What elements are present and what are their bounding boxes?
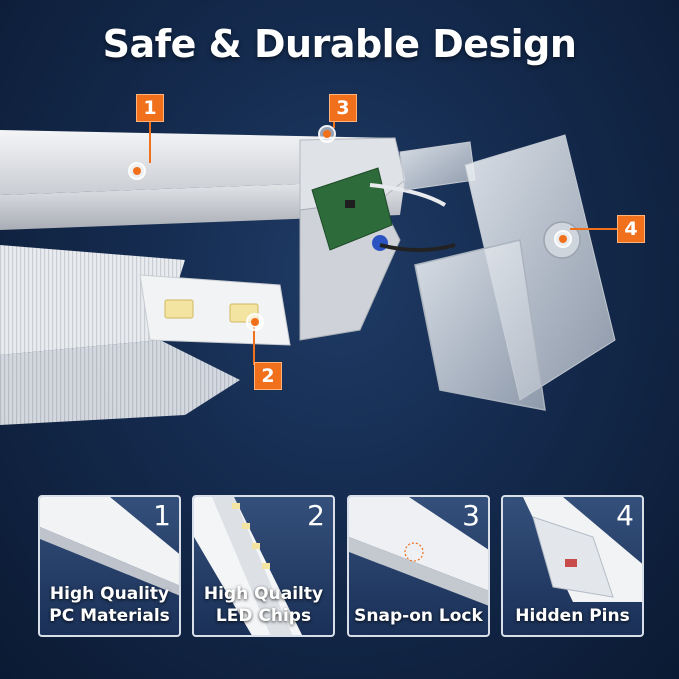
feature-cards: 1 High Quality PC Materials 2 High Quail… xyxy=(38,495,644,639)
hotspot-dot-4 xyxy=(554,230,572,248)
callout-4: 4 xyxy=(617,215,645,243)
feature-number: 2 xyxy=(307,499,325,532)
feature-number: 1 xyxy=(153,499,171,532)
feature-number: 4 xyxy=(616,499,634,532)
feature-number: 3 xyxy=(462,499,480,532)
hotspot-dot-2 xyxy=(246,313,264,331)
feature-card-hidden-pins: 4 Hidden Pins xyxy=(501,495,644,637)
feature-label: Snap-on Lock xyxy=(354,606,483,626)
feature-label: Hidden Pins xyxy=(515,606,630,626)
pc-material-profile-icon xyxy=(40,497,179,596)
callout-1: 1 xyxy=(136,94,164,122)
snap-lock-profile-icon xyxy=(349,497,488,606)
feature-label: High Quailty LED Chips xyxy=(203,584,324,626)
hotspot-dot-1 xyxy=(128,162,146,180)
led-strip-icon xyxy=(194,497,303,635)
hidden-pins-endcap-icon xyxy=(523,497,642,602)
product-illustration xyxy=(0,130,616,425)
page-title: Safe & Durable Design xyxy=(102,22,577,66)
hotspot-dot-3 xyxy=(318,125,336,143)
feature-label: High Quality PC Materials xyxy=(49,584,170,626)
feature-card-led-chips: 2 High Quailty LED Chips xyxy=(192,495,335,637)
feature-card-pc-materials: 1 High Quality PC Materials xyxy=(38,495,181,637)
callout-3: 3 xyxy=(329,94,357,122)
callout-2: 2 xyxy=(254,362,282,390)
feature-card-snap-lock: 3 Snap-on Lock xyxy=(347,495,490,637)
